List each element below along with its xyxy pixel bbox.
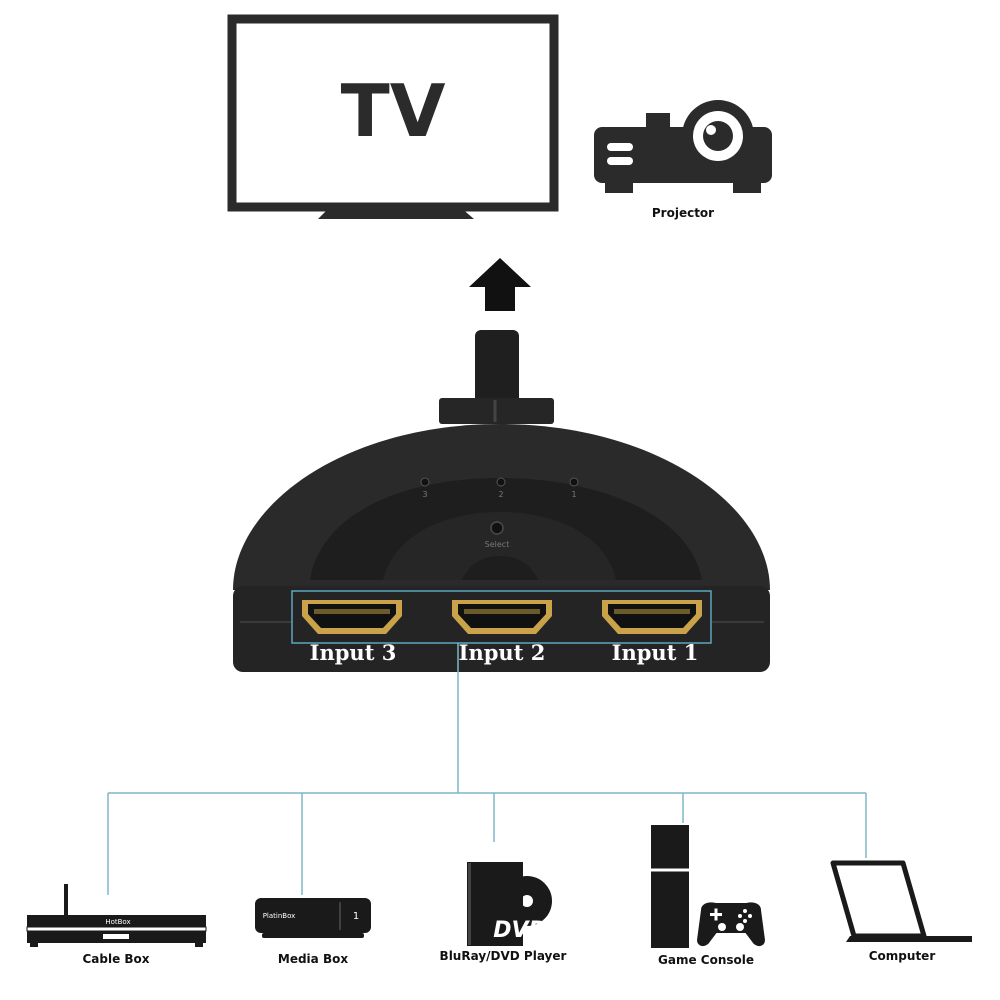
arrow-up-icon xyxy=(469,258,531,311)
hdmi-port-3[interactable] xyxy=(302,600,402,634)
led-label-3: 3 xyxy=(422,490,427,499)
led-label-1: 1 xyxy=(571,490,576,499)
cable-box-icon: HotBox xyxy=(26,884,207,947)
cable-box-brand: HotBox xyxy=(105,918,130,926)
computer-label: Computer xyxy=(869,949,936,963)
media-box-label: Media Box xyxy=(278,952,348,966)
tv-icon: TV xyxy=(227,14,559,219)
input-2-label: Input 2 xyxy=(459,640,546,665)
hdmi-port-2[interactable] xyxy=(452,600,552,634)
gamepad-icon xyxy=(694,900,768,948)
bluray-label: BluRay/DVD Player xyxy=(440,949,567,963)
cable-box-label: Cable Box xyxy=(82,952,149,966)
input-ports-highlight xyxy=(291,590,712,644)
input-3-label: Input 3 xyxy=(310,640,397,665)
led-label-2: 2 xyxy=(498,490,503,499)
game-console-icon xyxy=(651,825,768,948)
dvd-logo-text: DVD xyxy=(493,918,547,943)
hdmi-port-1[interactable] xyxy=(602,600,702,634)
connector-lines xyxy=(107,643,867,895)
hdmi-cable xyxy=(475,330,519,410)
game-console-label: Game Console xyxy=(658,953,754,967)
media-box-brand: PlatinBox xyxy=(263,912,296,920)
input-1-label: Input 1 xyxy=(612,640,699,665)
media-box-icon: PlatinBox 1 xyxy=(255,898,371,938)
select-button[interactable] xyxy=(490,521,504,535)
tv-label: TV xyxy=(341,69,446,153)
select-button-label: Select xyxy=(485,540,510,549)
projector-icon xyxy=(594,100,772,193)
bluray-dvd-icon: DVD xyxy=(467,862,552,946)
media-box-indicator: 1 xyxy=(353,911,359,922)
projector-label: Projector xyxy=(652,206,714,220)
laptop-icon xyxy=(830,860,972,942)
hdmi-switch: 3 2 1 Select Input 3 Input 2 Inpu xyxy=(233,330,770,672)
